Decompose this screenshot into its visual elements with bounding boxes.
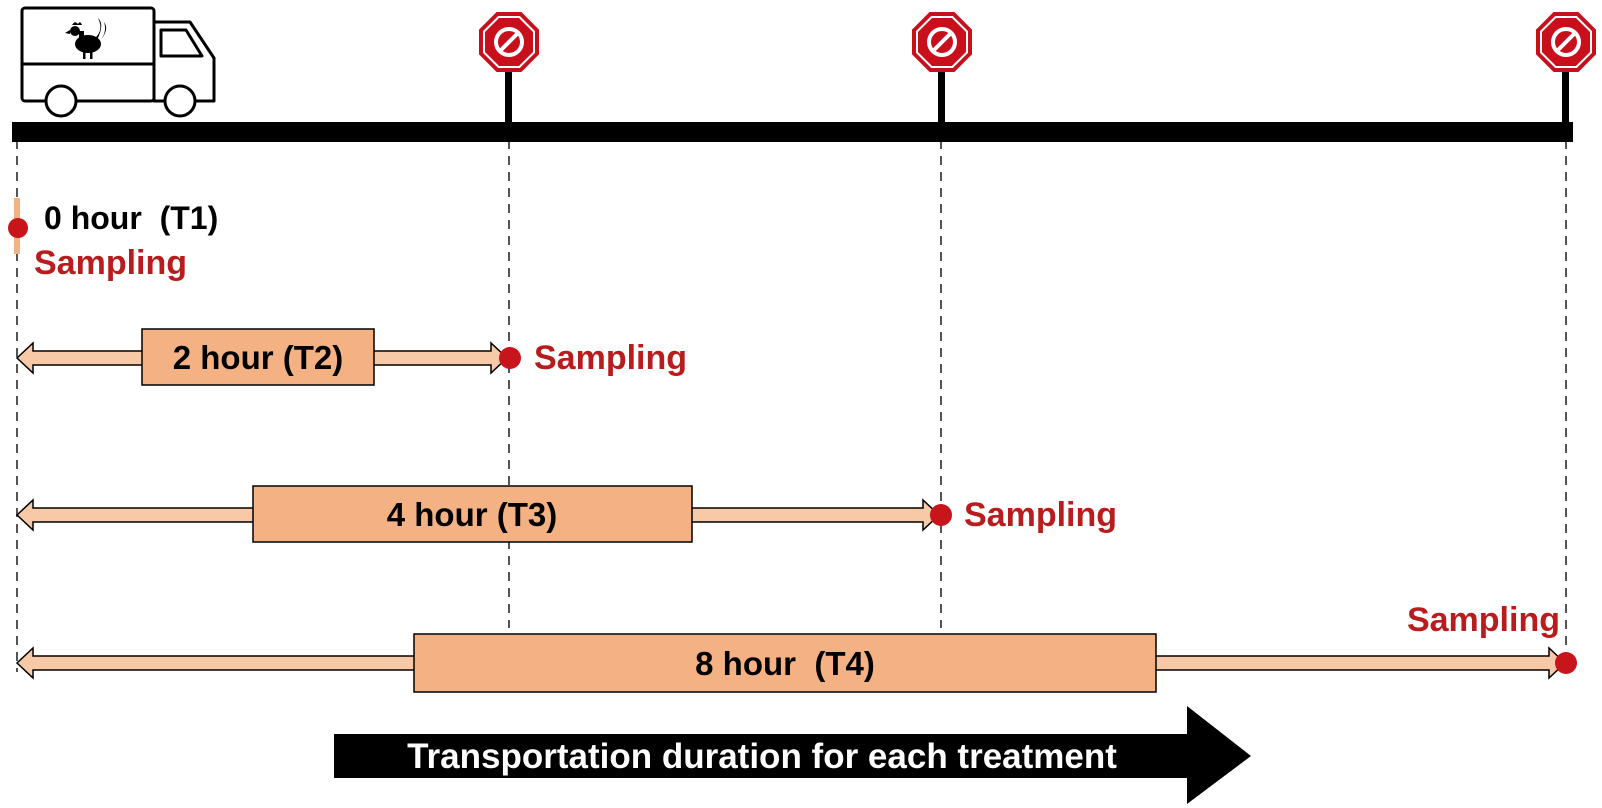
stop-post-1: [505, 58, 512, 124]
sampling-dot-t1: [8, 218, 28, 238]
t3-label: 4 hour (T3): [387, 496, 558, 533]
t1-label: 0 hour (T1): [44, 200, 218, 236]
no-entry-stop-sign-icon: [477, 10, 541, 74]
stop-post-2: [938, 58, 945, 124]
t3-duration-box: [252, 485, 693, 543]
t2-label: 2 hour (T2): [173, 339, 344, 376]
stop-post-3: [1562, 58, 1569, 124]
sampling-label-t3: Sampling: [964, 496, 1117, 534]
no-entry-stop-sign-icon: [910, 10, 974, 74]
sampling-dot-t2: [499, 347, 521, 369]
t4-label: 8 hour (T4): [695, 645, 875, 682]
no-entry-stop-sign-icon: [1534, 10, 1598, 74]
transportation-duration-arrow: [334, 706, 1251, 804]
transportation-duration-label: Transportation duration for each treatme…: [407, 737, 1117, 776]
sampling-dot-t4: [1555, 652, 1577, 674]
sampling-dot-t3: [930, 504, 952, 526]
t2-duration-box: [141, 328, 375, 386]
sampling-label-t4: Sampling: [1407, 601, 1560, 639]
timeline-bar: [12, 122, 1573, 142]
t4-duration-box: [413, 633, 1157, 693]
sampling-label-t1: Sampling: [34, 244, 187, 282]
truck-rooster-icon: [20, 6, 216, 118]
sampling-label-t2: Sampling: [534, 339, 687, 377]
